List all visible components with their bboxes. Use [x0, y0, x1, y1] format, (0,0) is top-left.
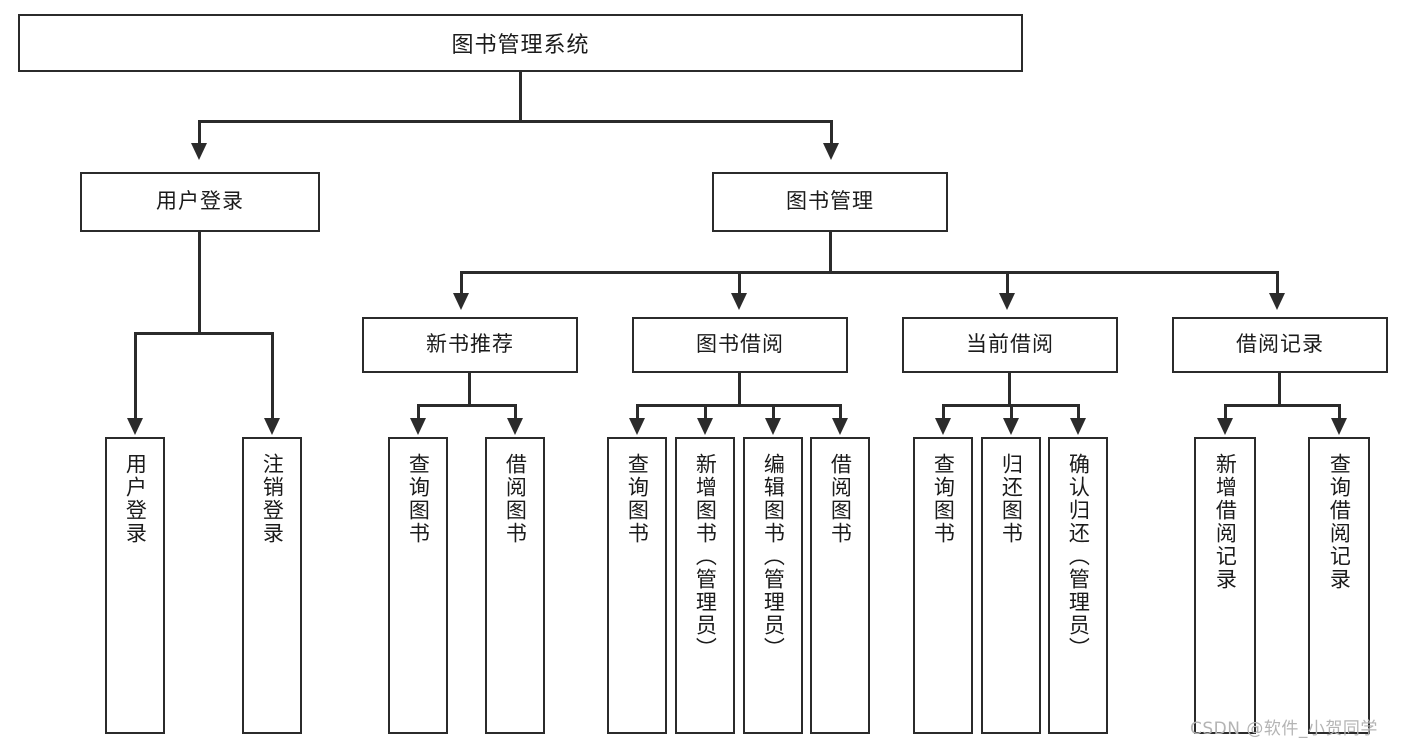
leaf-edit-book[interactable]: 编辑图书（管理员） [743, 437, 803, 734]
arrow-borrow-record-l1 [1217, 418, 1233, 435]
connector-borrow-record-l1 [1224, 404, 1227, 420]
node-current-borrow[interactable]: 当前借阅 [902, 317, 1118, 373]
connector-borrow-record-stem [1278, 373, 1281, 407]
connector-book-manage-c4 [1276, 271, 1279, 295]
connector-book-borrow-l1 [636, 404, 639, 420]
arrow-book-manage-c3 [999, 293, 1015, 310]
leaf-query-book-1[interactable]: 查询图书 [388, 437, 448, 734]
node-borrow-record[interactable]: 借阅记录 [1172, 317, 1388, 373]
arrow-root-to-book-manage [823, 143, 839, 160]
leaf-query-book-3-label: 查询图书 [931, 453, 956, 545]
arrow-current-borrow-l3 [1070, 418, 1086, 435]
arrow-book-manage-c2 [731, 293, 747, 310]
connector-new-book-bar [417, 404, 517, 407]
leaf-query-book-1-label: 查询图书 [406, 453, 431, 545]
node-book-borrow[interactable]: 图书借阅 [632, 317, 848, 373]
leaf-borrow-book-1-label: 借阅图书 [503, 453, 528, 545]
connector-book-manage-c2 [738, 271, 741, 295]
arrow-current-borrow-l1 [935, 418, 951, 435]
connector-book-manage-bar [460, 271, 1279, 274]
connector-book-manage-c3 [1006, 271, 1009, 295]
arrow-new-book-l1 [410, 418, 426, 435]
connector-root-split-bar [198, 120, 832, 123]
connector-user-login-right [271, 332, 274, 420]
connector-current-borrow-stem [1008, 373, 1011, 407]
arrow-user-login-right [264, 418, 280, 435]
leaf-query-record-label: 查询借阅记录 [1327, 453, 1352, 591]
node-book-manage[interactable]: 图书管理 [712, 172, 948, 232]
leaf-add-book-label: 新增图书（管理员） [693, 453, 718, 660]
leaf-logout-login-label: 注销登录 [260, 453, 285, 545]
connector-root-to-user-login [198, 120, 201, 145]
csdn-watermark: CSDN @软件_小贺同学 [1190, 714, 1378, 739]
leaf-user-login-label: 用户登录 [123, 453, 148, 545]
leaf-borrow-book-1[interactable]: 借阅图书 [485, 437, 545, 734]
connector-book-borrow-l3 [772, 404, 775, 420]
connector-book-borrow-l2 [704, 404, 707, 420]
node-user-login[interactable]: 用户登录 [80, 172, 320, 232]
leaf-return-book-label: 归还图书 [999, 453, 1024, 545]
arrow-book-borrow-l4 [832, 418, 848, 435]
arrow-book-manage-c4 [1269, 293, 1285, 310]
leaf-confirm-return-label: 确认归还（管理员） [1066, 453, 1091, 660]
arrow-book-manage-c1 [453, 293, 469, 310]
node-borrow-record-label: 借阅记录 [1236, 332, 1324, 357]
connector-current-borrow-l1 [942, 404, 945, 420]
node-current-borrow-label: 当前借阅 [966, 332, 1054, 357]
arrow-book-borrow-l1 [629, 418, 645, 435]
connector-book-manage-c1 [460, 271, 463, 295]
connector-borrow-record-l2 [1338, 404, 1341, 420]
leaf-add-record[interactable]: 新增借阅记录 [1194, 437, 1256, 734]
connector-new-book-l1 [417, 404, 420, 420]
node-new-book-recommend-label: 新书推荐 [426, 332, 514, 357]
connector-borrow-record-bar [1224, 404, 1341, 407]
connector-current-borrow-l3 [1077, 404, 1080, 420]
arrow-borrow-record-l2 [1331, 418, 1347, 435]
leaf-add-record-label: 新增借阅记录 [1213, 453, 1238, 591]
arrow-book-borrow-l2 [697, 418, 713, 435]
connector-user-login-bar [134, 332, 273, 335]
node-new-book-recommend[interactable]: 新书推荐 [362, 317, 578, 373]
csdn-watermark-text: CSDN @软件_小贺同学 [1190, 719, 1378, 739]
node-book-borrow-label: 图书借阅 [696, 332, 784, 357]
connector-book-borrow-stem [738, 373, 741, 407]
leaf-logout-login[interactable]: 注销登录 [242, 437, 302, 734]
connector-root-stem [519, 72, 522, 122]
connector-root-to-book-manage [830, 120, 833, 145]
leaf-query-book-2-label: 查询图书 [625, 453, 650, 545]
node-user-login-label: 用户登录 [156, 189, 244, 214]
connector-book-borrow-bar [636, 404, 842, 407]
connector-user-login-left [134, 332, 137, 420]
leaf-query-record[interactable]: 查询借阅记录 [1308, 437, 1370, 734]
connector-new-book-stem [468, 373, 471, 407]
leaf-edit-book-label: 编辑图书（管理员） [761, 453, 786, 660]
node-root-system[interactable]: 图书管理系统 [18, 14, 1023, 72]
arrow-book-borrow-l3 [765, 418, 781, 435]
leaf-borrow-book-2[interactable]: 借阅图书 [810, 437, 870, 734]
arrow-current-borrow-l2 [1003, 418, 1019, 435]
leaf-confirm-return[interactable]: 确认归还（管理员） [1048, 437, 1108, 734]
leaf-add-book[interactable]: 新增图书（管理员） [675, 437, 735, 734]
leaf-user-login[interactable]: 用户登录 [105, 437, 165, 734]
arrow-user-login-left [127, 418, 143, 435]
connector-book-borrow-l4 [839, 404, 842, 420]
arrow-new-book-l2 [507, 418, 523, 435]
leaf-query-book-3[interactable]: 查询图书 [913, 437, 973, 734]
leaf-borrow-book-2-label: 借阅图书 [828, 453, 853, 545]
node-root-label: 图书管理系统 [451, 33, 590, 58]
connector-user-login-stem [198, 232, 201, 335]
connector-new-book-l2 [514, 404, 517, 420]
node-book-manage-label: 图书管理 [786, 189, 874, 214]
leaf-query-book-2[interactable]: 查询图书 [607, 437, 667, 734]
connector-current-borrow-l2 [1010, 404, 1013, 420]
connector-book-manage-stem [829, 232, 832, 274]
leaf-return-book[interactable]: 归还图书 [981, 437, 1041, 734]
arrow-root-to-user-login [191, 143, 207, 160]
